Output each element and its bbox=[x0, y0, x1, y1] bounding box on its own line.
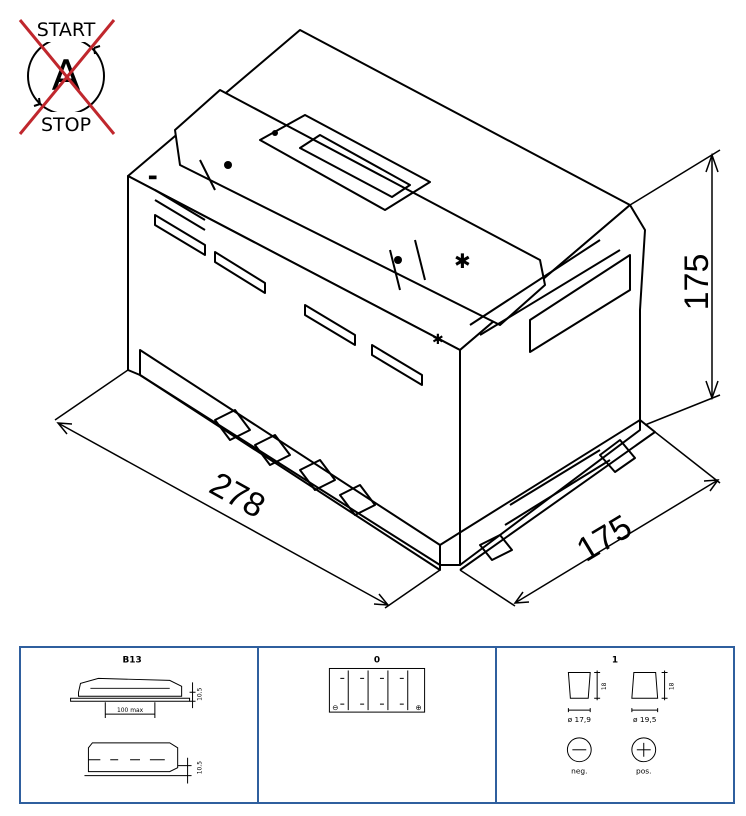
height-label: 175 bbox=[678, 254, 716, 311]
layout-neg: ⊖ bbox=[332, 703, 338, 712]
terminal-pos-label: pos. bbox=[636, 767, 651, 776]
spec-table: B13 100 max 10,5 10,5 0 bbox=[19, 646, 735, 804]
holddown-dim-bottom: 10,5 bbox=[196, 761, 203, 774]
svg-text:✱: ✱ bbox=[432, 332, 444, 348]
start-stop-badge: START A STOP bbox=[18, 18, 116, 136]
cross-line-2 bbox=[18, 19, 116, 135]
layout-code: 0 bbox=[374, 656, 380, 666]
width-label: 175 bbox=[570, 508, 638, 570]
layout-diagram: 0 ⊖ ⊕ bbox=[328, 656, 426, 713]
terminal-pos-height: 18 bbox=[669, 682, 676, 690]
start-label: START bbox=[37, 19, 96, 41]
battery-body: ✱ ✱ ▬ bbox=[127, 29, 656, 571]
svg-text:✱: ✱ bbox=[454, 249, 471, 273]
terminal-cell: 1 18 18 ø 17,9 ø 19,5 neg. pos. bbox=[497, 648, 733, 802]
battery-drawing: START A STOP bbox=[18, 18, 721, 609]
terminal-neg-diameter: ø 17,9 bbox=[568, 715, 592, 724]
holddown-diagram: B13 100 max 10,5 10,5 bbox=[70, 656, 203, 784]
dimension-width bbox=[459, 431, 721, 607]
terminal-diagram: 1 18 18 ø 17,9 ø 19,5 neg. pos. bbox=[566, 656, 676, 776]
terminal-neg-label: neg. bbox=[571, 767, 587, 776]
terminal-code: 1 bbox=[612, 656, 618, 666]
length-label: 278 bbox=[203, 465, 271, 526]
dimension-length bbox=[54, 369, 441, 609]
stop-label: STOP bbox=[41, 114, 91, 136]
holddown-max: 100 max bbox=[117, 707, 144, 714]
svg-text:▬: ▬ bbox=[148, 172, 157, 183]
layout-pos: ⊕ bbox=[416, 703, 422, 712]
terminal-neg-height: 18 bbox=[601, 682, 608, 690]
holddown-cell: B13 100 max 10,5 10,5 bbox=[21, 648, 259, 802]
holddown-dim-top: 10,5 bbox=[196, 687, 203, 700]
layout-cell: 0 ⊖ ⊕ bbox=[259, 648, 497, 802]
terminal-pos-diameter: ø 19,5 bbox=[633, 715, 657, 724]
dimension-height bbox=[629, 149, 721, 426]
holddown-code: B13 bbox=[122, 656, 141, 666]
